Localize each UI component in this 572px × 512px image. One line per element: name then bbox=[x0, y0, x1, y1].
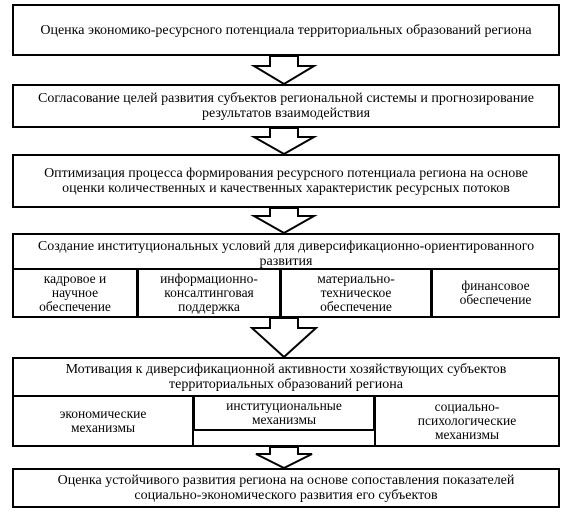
arrow-4 bbox=[249, 317, 319, 359]
step-resource-assessment: Оценка экономико-ресурсного потенциала т… bbox=[12, 4, 560, 56]
step-resource-assessment-text: Оценка экономико-ресурсного потенциала т… bbox=[40, 22, 532, 38]
step-sustainable-development-text: Оценка устойчивого развития региона на о… bbox=[57, 473, 515, 503]
sub-institutional-mechanisms: институциональные механизмы bbox=[193, 395, 375, 431]
step-potential-optimization-text: Оптимизация процесса формирования ресурс… bbox=[44, 166, 528, 196]
arrow-3 bbox=[250, 207, 318, 235]
sub-info-consulting: информационно-консалтинговая поддержка bbox=[137, 268, 281, 318]
step-goal-coordination-text: Согласование целей развития субъектов ре… bbox=[38, 91, 534, 121]
step-motivation-title: Мотивация к диверсификационной активност… bbox=[65, 362, 507, 392]
step-institutional-conditions-title: Создание институциональных условий для д… bbox=[37, 239, 535, 269]
sub-economic-mechanisms: экономические механизмы bbox=[12, 395, 194, 447]
sub-material-technical: материально-техническое обеспечение bbox=[280, 268, 432, 318]
arrow-2 bbox=[250, 127, 318, 156]
arrow-1 bbox=[250, 55, 318, 86]
step-sustainable-development: Оценка устойчивого развития региона на о… bbox=[12, 468, 560, 508]
sub-financial: финансовое обеспечение bbox=[431, 268, 560, 318]
step-goal-coordination: Согласование целей развития субъектов ре… bbox=[12, 84, 560, 128]
step-potential-optimization: Оптимизация процесса формирования ресурс… bbox=[12, 154, 560, 208]
sub-socio-psychological-mechanisms: социально-психологические механизмы bbox=[374, 395, 560, 447]
sub-staff-science: кадровое и научное обеспечение bbox=[12, 268, 138, 318]
arrow-5 bbox=[255, 446, 313, 470]
